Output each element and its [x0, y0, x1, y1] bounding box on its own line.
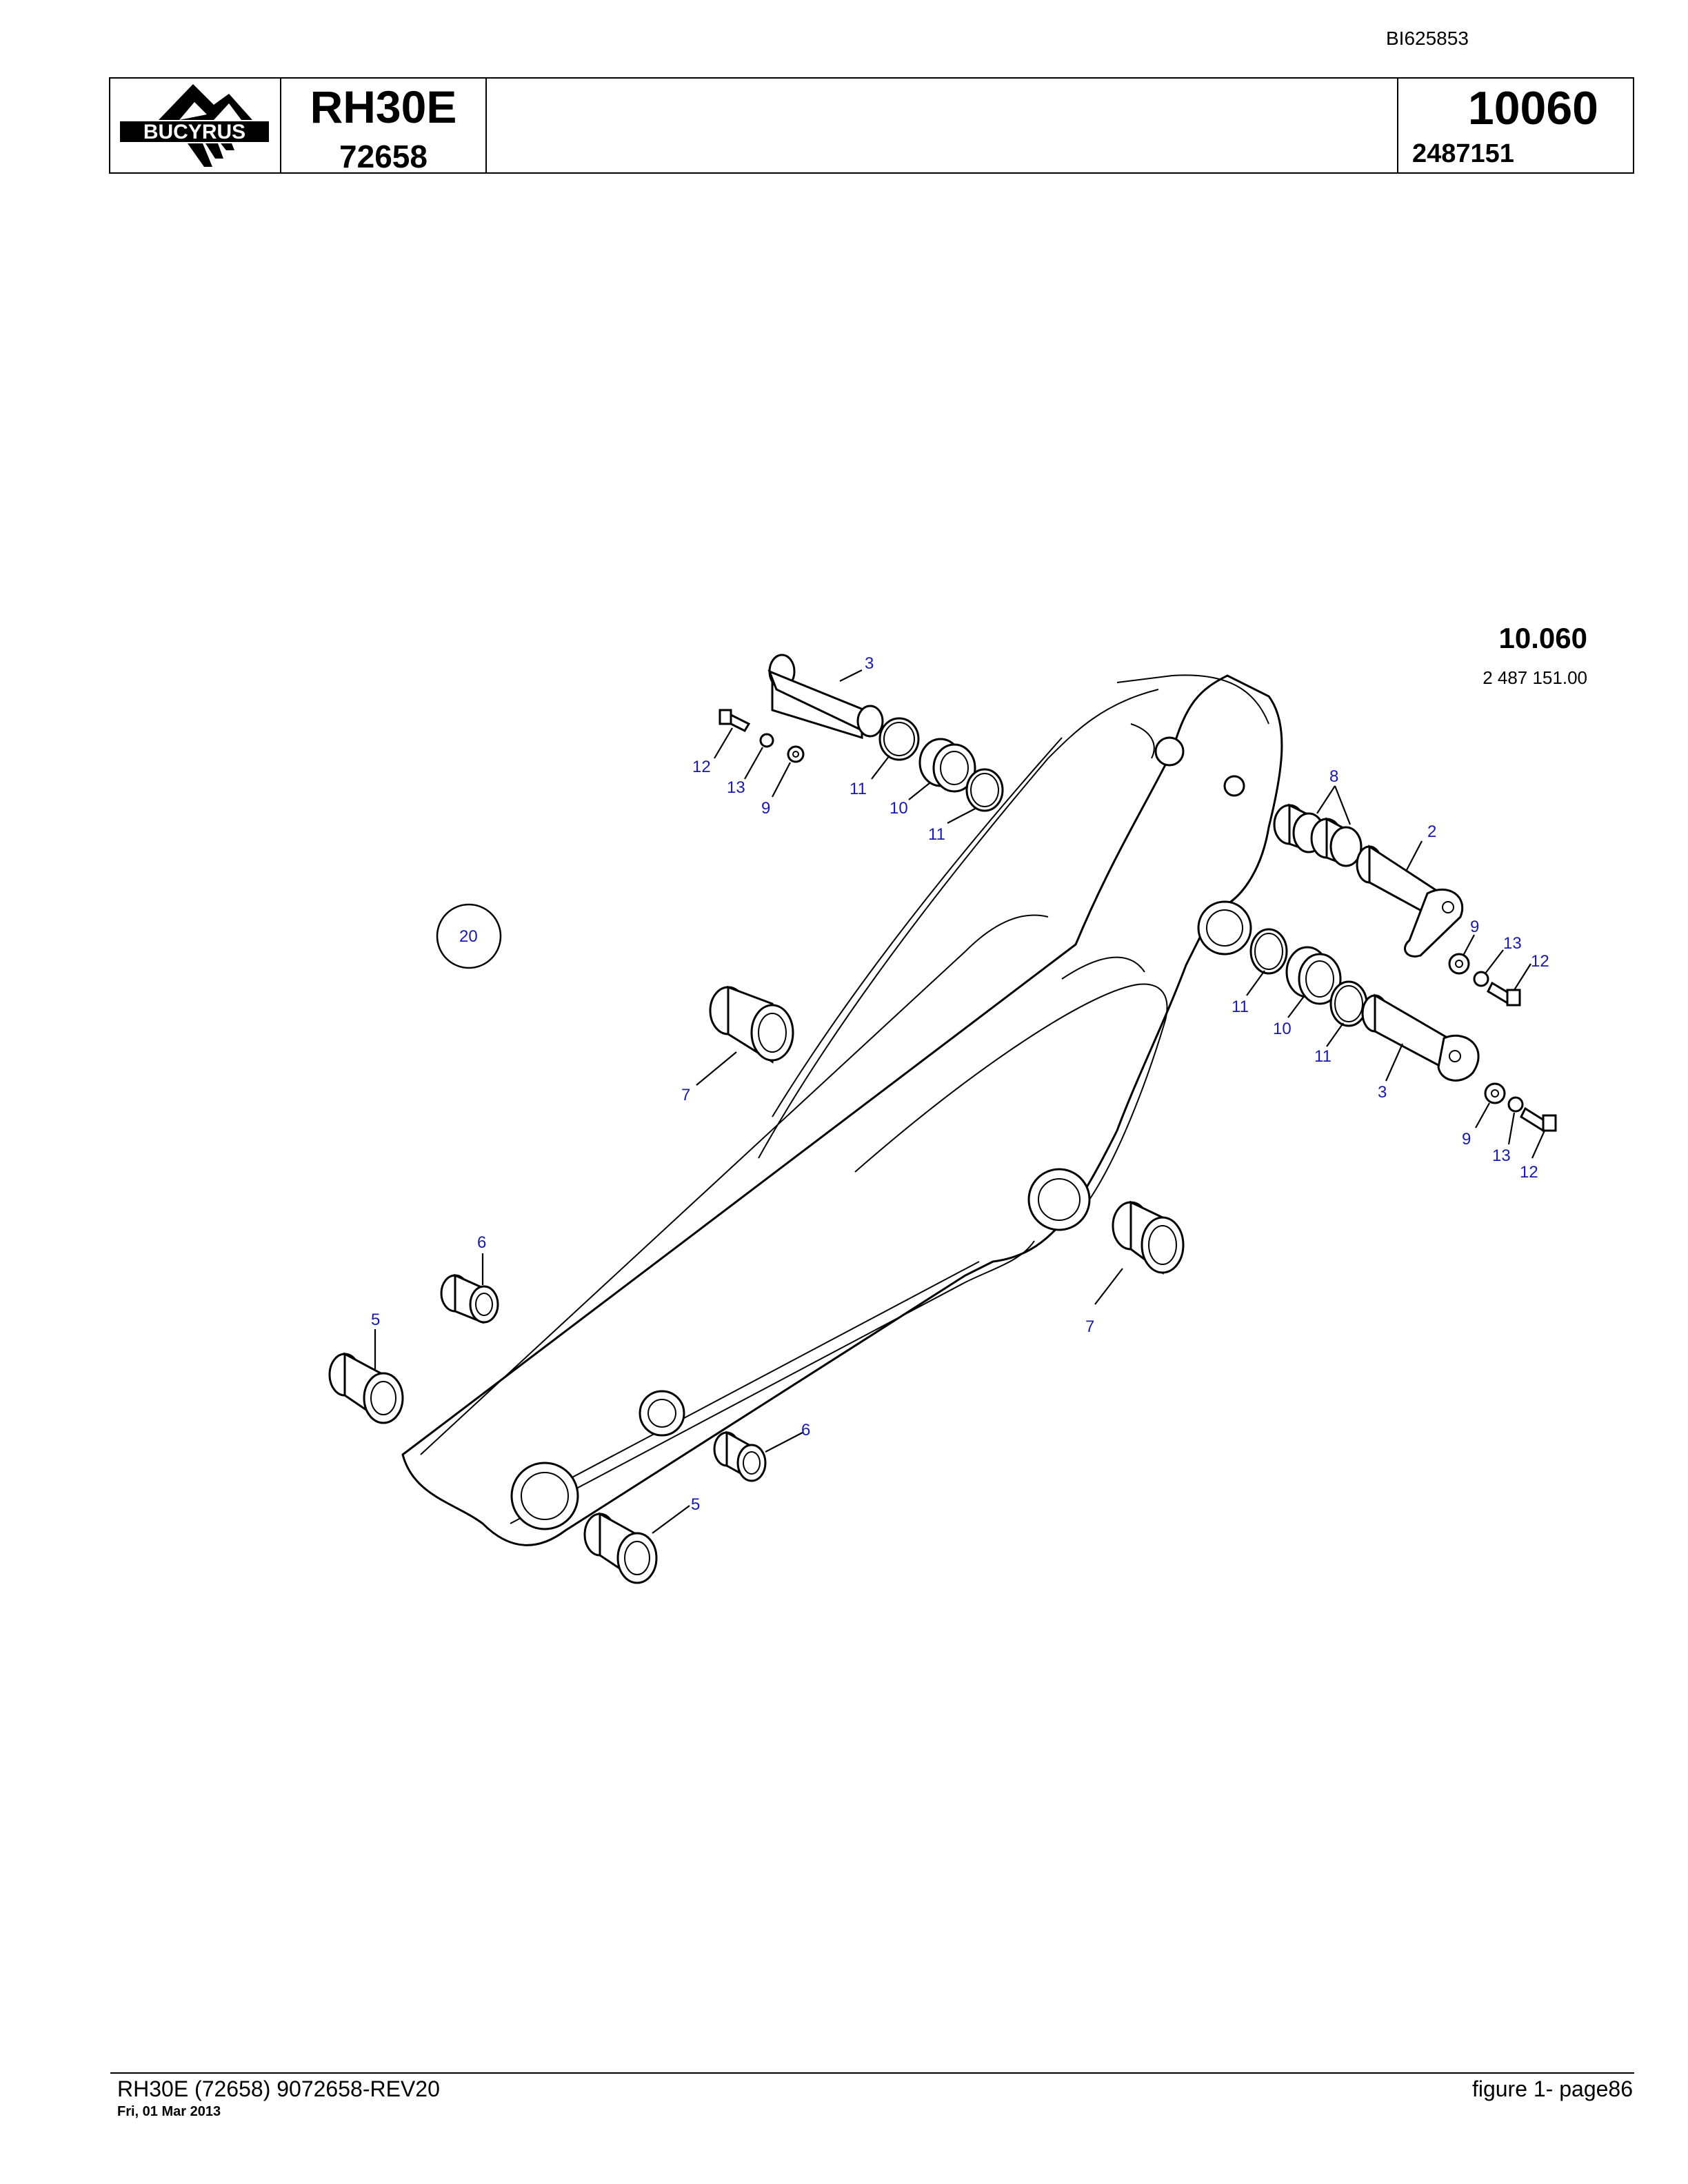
bushing-7-left [709, 985, 794, 1064]
bolt-nut-washer-mid [1448, 953, 1521, 1007]
callout-11-top-a: 11 [850, 780, 867, 798]
serial-number: 72658 [339, 139, 428, 174]
callout-7-right: 7 [1085, 1317, 1094, 1336]
ring-11-mid-a [1249, 928, 1288, 975]
title-block: BUCYRUS RH30E 72658 10060 2487151 [109, 77, 1634, 174]
group-cell: 10060 2487151 [1398, 79, 1633, 172]
figure-part-number: 2 487 151.00 [1483, 667, 1587, 688]
group-number: 10060 [1467, 82, 1598, 134]
bushing-6-bottom [713, 1430, 767, 1482]
bushing-5-bottom [583, 1512, 658, 1584]
bushing-7-right [1112, 1200, 1185, 1275]
bushing-6-left [440, 1273, 499, 1324]
bolt-nut-washer-lower [1484, 1082, 1557, 1133]
ring-11-mid-b [1329, 980, 1368, 1027]
callout-11-mid-a: 11 [1232, 998, 1249, 1016]
figure-group-code: 10.060 [1498, 622, 1587, 654]
callout-11-top-b: 11 [928, 825, 945, 844]
callout-12-lower: 12 [1520, 1163, 1538, 1182]
svg-text:BUCYRUS: BUCYRUS [143, 121, 245, 143]
callout-6-left: 6 [477, 1233, 486, 1252]
callout-6-bottom: 6 [801, 1421, 810, 1439]
callout-13-top: 13 [727, 778, 745, 797]
callout-11-mid-b: 11 [1314, 1047, 1332, 1066]
callout-5-left: 5 [371, 1311, 380, 1329]
callout-2: 2 [1427, 822, 1436, 841]
description-cell [487, 79, 1398, 172]
callout-labels: 3 12 13 9 11 10 11 8 2 9 13 12 11 10 11 … [371, 654, 1549, 1514]
pin-2 [1356, 845, 1464, 958]
part-number: 2487151 [1412, 139, 1514, 168]
boom-arm [401, 674, 1283, 1546]
callout-20: 20 [459, 927, 478, 946]
bushing-10-mid [1285, 946, 1342, 1005]
callout-3-top: 3 [865, 654, 874, 673]
bushings-8 [1273, 803, 1363, 867]
callout-circle-20 [436, 903, 502, 969]
callout-12-top: 12 [692, 758, 711, 776]
bushing-10-top [918, 738, 976, 793]
callout-9-mid: 9 [1470, 918, 1479, 936]
bushing-5-left [328, 1352, 404, 1424]
model-label: RH30E [310, 81, 457, 132]
callout-7-left: 7 [681, 1086, 690, 1104]
footer-page-ref: figure 1- page86 [1471, 2076, 1633, 2101]
callout-10-mid: 10 [1273, 1020, 1292, 1038]
pin-3-top [767, 654, 884, 740]
footer-document-ref: RH30E (72658) 9072658-REV20 [117, 2076, 440, 2101]
callout-9-top: 9 [761, 799, 770, 818]
bolt-nut-washer-top [719, 709, 805, 763]
callout-8: 8 [1329, 767, 1338, 786]
footer-rule [110, 2072, 1634, 2074]
footer-date: Fri, 01 Mar 2013 [117, 2104, 221, 2119]
callout-9-lower: 9 [1462, 1130, 1471, 1149]
leader-lines [374, 669, 1546, 1534]
callout-12-mid: 12 [1531, 952, 1549, 971]
document-id: BI625853 [1386, 28, 1469, 49]
model-cell: RH30E 72658 [281, 79, 487, 174]
callout-5-bottom: 5 [691, 1495, 700, 1514]
callout-3-lower: 3 [1378, 1083, 1387, 1102]
pin-3-lower [1361, 993, 1480, 1082]
callout-13-lower: 13 [1492, 1146, 1511, 1165]
ring-11-top-b [965, 768, 1004, 812]
bucyrus-logo: BUCYRUS [110, 79, 281, 172]
callout-10-top: 10 [890, 799, 908, 818]
ring-11-top-a [878, 717, 920, 761]
callout-13-mid: 13 [1503, 934, 1522, 953]
